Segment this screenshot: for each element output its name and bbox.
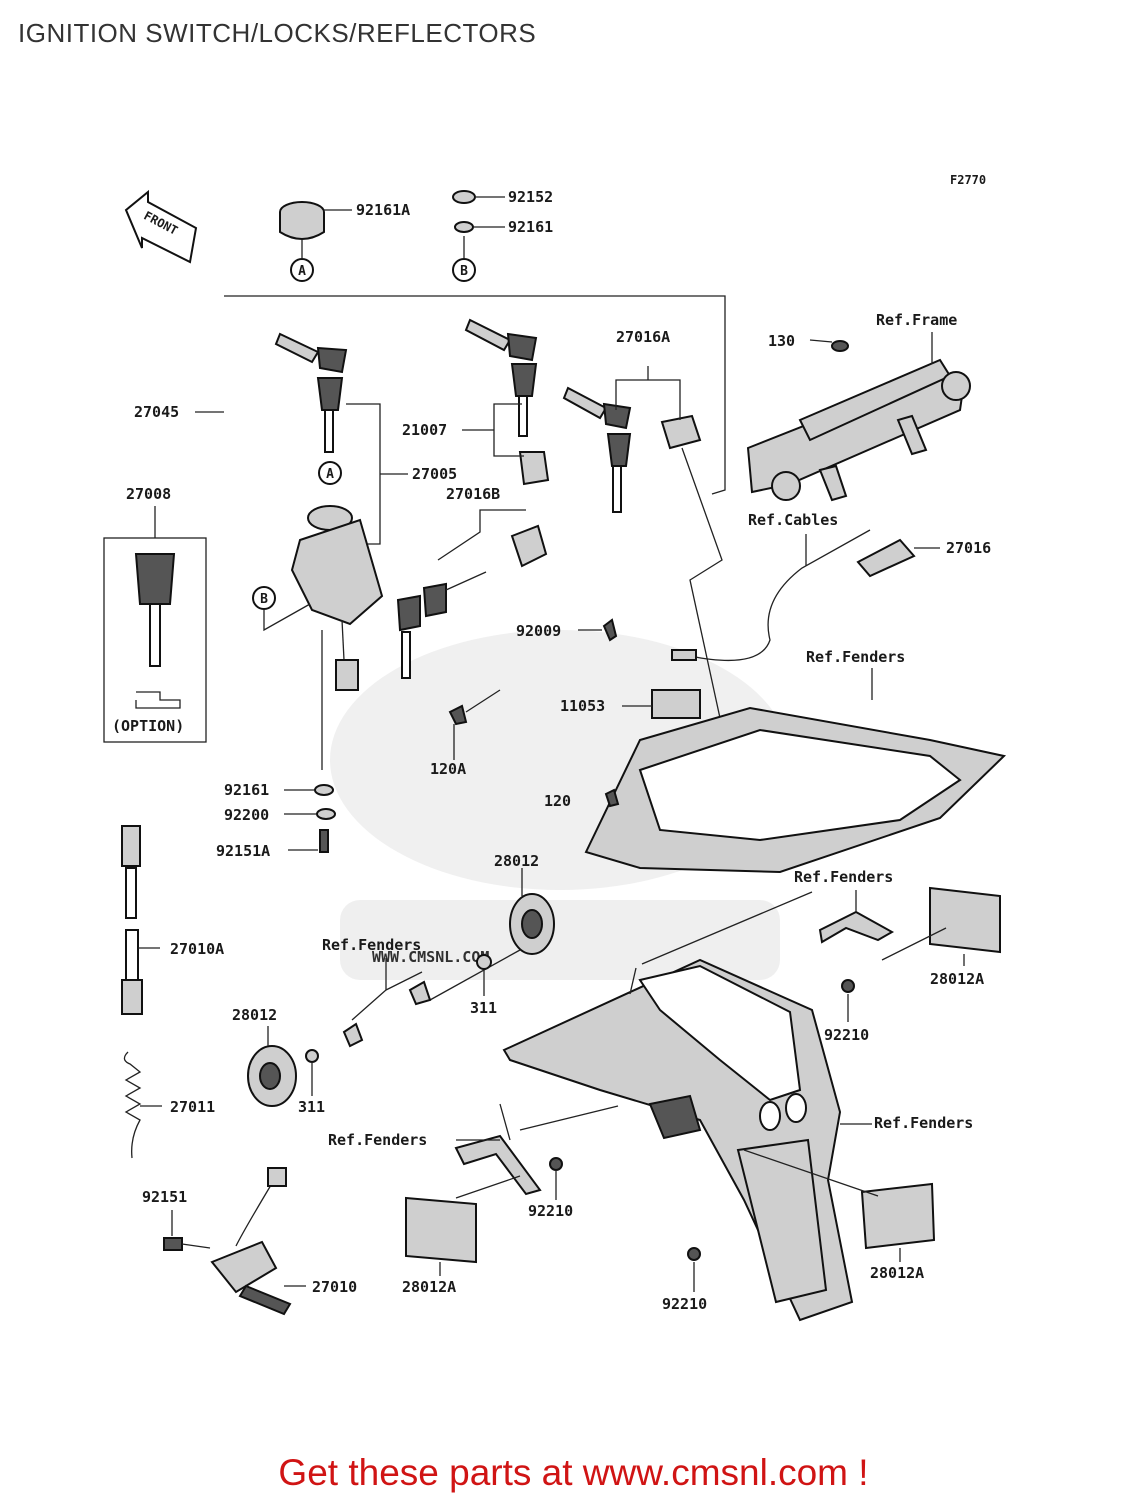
part-27010: 27010 xyxy=(312,1278,357,1296)
part-120A: 120A xyxy=(430,760,466,778)
part-92210-bottom: 92210 xyxy=(662,1295,707,1313)
reflector-rect-right-icon xyxy=(818,886,1001,1022)
part-28012A-bottom: 28012A xyxy=(870,1264,924,1282)
reflector-rect-left-icon xyxy=(405,1103,619,1276)
reflector-left-icon xyxy=(247,958,432,1107)
part-92151: 92151 xyxy=(142,1188,187,1206)
ignition-key-icon xyxy=(274,332,408,545)
part-28012A-right: 28012A xyxy=(930,970,984,988)
part-27016A: 27016A xyxy=(616,328,670,346)
part-28012-top: 28012 xyxy=(494,852,539,870)
seat-lock-key-icon xyxy=(562,366,741,811)
part-27016B: 27016B xyxy=(446,485,500,503)
frame-bracket-icon xyxy=(746,332,971,502)
ref-fenders-left: Ref.Fenders xyxy=(322,936,421,954)
part-27008: 27008 xyxy=(126,485,171,503)
callout-b-switch: B xyxy=(260,592,268,607)
part-92161A: 92161A xyxy=(356,201,410,219)
part-92151A: 92151A xyxy=(216,842,270,860)
ignition-switch-icon xyxy=(252,461,384,770)
ref-fenders-plate: Ref.Fenders xyxy=(874,1114,973,1132)
part-28012A-left: 28012A xyxy=(402,1278,456,1296)
part-311-right: 311 xyxy=(470,999,497,1017)
option-label: (OPTION) xyxy=(112,717,184,735)
ref-cables: Ref.Cables xyxy=(748,511,838,529)
option-key-icon: (OPTION) xyxy=(103,506,207,743)
callout-a-switch: A xyxy=(326,467,334,482)
part-311-left: 311 xyxy=(298,1098,325,1116)
part-92161-mid: 92161 xyxy=(224,781,269,799)
reflector-round-icon xyxy=(429,868,555,1001)
part-92009: 92009 xyxy=(516,622,561,640)
spare-key-icon xyxy=(462,318,550,486)
callout-a-top: A xyxy=(298,264,306,279)
page-title: IGNITION SWITCH/LOCKS/REFLECTORS xyxy=(18,18,537,48)
assembly-frame xyxy=(300,295,726,495)
lock-cable-icon xyxy=(671,529,940,662)
part-27010A: 27010A xyxy=(170,940,224,958)
part-92210-right: 92210 xyxy=(824,1026,869,1044)
ref-fenders-mid: Ref.Fenders xyxy=(328,1131,427,1149)
watermark-text: WWW.CMSNL.COM xyxy=(372,948,489,966)
license-plate-bracket-icon xyxy=(502,891,854,1322)
part-27005: 27005 xyxy=(412,465,457,483)
part-120: 120 xyxy=(544,792,571,810)
ref-fenders-bracket-right: Ref.Fenders xyxy=(794,868,893,886)
switch-fasteners-icon xyxy=(284,784,336,853)
part-92200: 92200 xyxy=(224,806,269,824)
helmet-lock-key-icon xyxy=(396,509,548,679)
part-21007: 21007 xyxy=(402,421,447,439)
part-27045: 27045 xyxy=(134,403,179,421)
part-92210-mid: 92210 xyxy=(528,1202,573,1220)
part-27011: 27011 xyxy=(170,1098,215,1116)
figure-code: F2770 xyxy=(950,173,986,187)
front-arrow: FRONT xyxy=(124,189,198,264)
brake-switch-icon xyxy=(121,825,162,1159)
part-92152: 92152 xyxy=(508,188,553,206)
rear-fender-tray-icon xyxy=(448,618,1007,874)
ref-fenders-tray: Ref.Fenders xyxy=(806,648,905,666)
callout-b-top: B xyxy=(460,264,468,279)
ref-frame: Ref.Frame xyxy=(876,311,957,329)
part-92161-top: 92161 xyxy=(508,218,553,236)
part-27016: 27016 xyxy=(946,539,991,557)
cap-part-icon xyxy=(279,201,352,282)
ignition-switch-assembly-icon xyxy=(163,1167,306,1316)
part-130: 130 xyxy=(768,332,795,350)
part-28012-left: 28012 xyxy=(232,1006,277,1024)
promo-link[interactable]: Get these parts at www.cmsnl.com ! xyxy=(278,1452,869,1493)
part-11053: 11053 xyxy=(560,697,605,715)
reflector-rect-bottom-icon xyxy=(687,1123,936,1292)
washer-icon xyxy=(452,190,505,282)
